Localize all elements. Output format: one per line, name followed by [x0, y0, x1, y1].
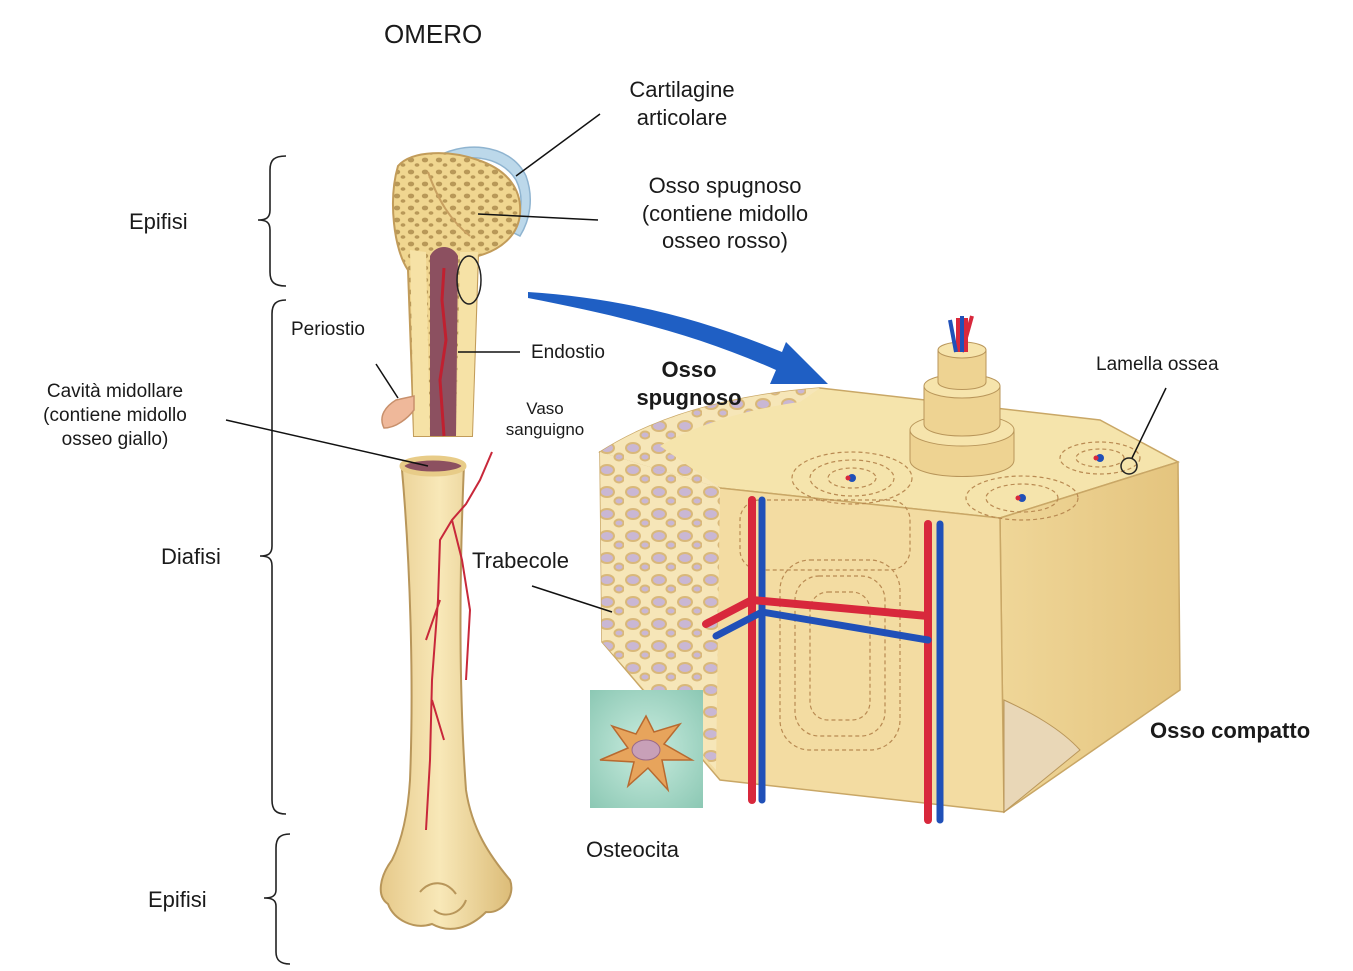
label-periosteum: Periostio — [291, 319, 365, 340]
label-endosteum: Endostio — [531, 342, 605, 363]
label-marrow-line1: Cavità midollare — [46, 381, 184, 402]
bracket-epiphysis-top — [257, 155, 287, 287]
label-trabeculae: Trabecole — [472, 548, 570, 573]
label-epiphysis-bottom: Epifisi — [148, 887, 207, 912]
label-cartilage: Cartilagine articolare — [612, 76, 752, 131]
leader-cartilage — [515, 113, 601, 177]
diagram-title: OMERO — [384, 19, 483, 49]
label-spongy-bone: Osso spugnoso (contiene midollo osseo ro… — [610, 172, 840, 255]
diaphysis-shaft — [379, 462, 513, 930]
zoom-arrow — [528, 292, 828, 384]
osteocyte-inset — [590, 690, 703, 808]
bracket-diaphysis — [259, 299, 287, 815]
compact-wall-upper — [410, 250, 430, 436]
label-lamella: Lamella ossea — [1096, 354, 1219, 375]
lamella-circle — [1120, 457, 1138, 475]
distal-epiphysis-detail — [419, 882, 467, 916]
label-cartilage-line1: Cartilagine — [629, 77, 735, 102]
label-spongy-line1: Osso spugnoso — [648, 173, 802, 198]
label-spongy-line2: (contiene midollo — [641, 200, 809, 226]
osteon-rings-top — [791, 441, 1141, 521]
shaft-cut-face — [399, 455, 467, 477]
label-vessel-line1: Vaso — [526, 399, 564, 418]
growth-line — [427, 171, 471, 237]
label-diaphysis: Diafisi — [161, 544, 221, 569]
label-osteocyte: Osteocita — [586, 837, 679, 862]
marrow-cavity-upper — [430, 247, 458, 436]
label-spongy-bold-line2: spugnoso — [636, 384, 742, 410]
leader-marrow — [225, 419, 429, 467]
leader-spongy — [477, 213, 599, 221]
nutrient-vessel — [425, 451, 493, 831]
spongy-top-region — [600, 388, 820, 488]
label-marrow-line3: osseo giallo) — [61, 428, 169, 450]
label-marrow-line2: (contiene midollo — [43, 404, 187, 426]
label-blood-vessel: Vaso sanguigno — [500, 398, 590, 441]
osteon-rings-front — [739, 499, 911, 751]
bracket-epiphysis-bottom — [263, 833, 291, 965]
label-epiphysis-top: Epifisi — [129, 209, 188, 234]
label-vessel-line2: sanguigno — [505, 420, 585, 440]
marrow-vessel-upper — [438, 267, 448, 437]
leader-trabeculae — [531, 585, 613, 613]
label-compact-bone: Osso compatto — [1150, 718, 1311, 743]
label-marrow-cavity: Cavità midollare (contiene midollo osseo… — [20, 380, 210, 451]
side-groove — [1003, 699, 1081, 814]
label-spongy-line3: osseo rosso) — [662, 228, 788, 253]
osteon-cylinder — [909, 315, 1015, 477]
leader-periosteum — [375, 363, 399, 399]
brackets — [257, 155, 291, 965]
leader-lamella — [1131, 387, 1167, 459]
upper-humerus — [381, 146, 531, 437]
lower-humerus — [379, 451, 513, 930]
label-spongy-bold: Osso spugnoso — [624, 356, 754, 411]
label-spongy-bold-line1: Osso — [661, 357, 717, 382]
haversian-canals — [845, 454, 1104, 502]
periosteum-flap — [381, 395, 415, 429]
blood-vessels-h — [702, 496, 944, 824]
label-cartilage-line2: articolare — [636, 104, 728, 130]
leader-lines — [225, 113, 1167, 613]
detail-circle — [456, 255, 482, 305]
